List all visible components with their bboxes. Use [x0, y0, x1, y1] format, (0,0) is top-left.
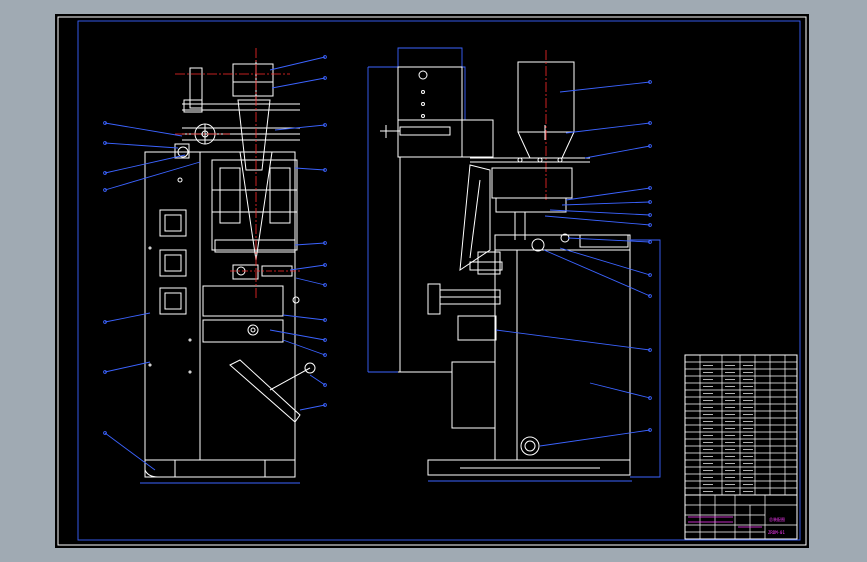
front-leaders [103, 55, 327, 471]
inner-frame [77, 20, 801, 541]
drawing-number: ZRDM-01 [768, 530, 785, 535]
parts-list-table [684, 354, 798, 496]
front-view [140, 48, 316, 484]
assembly-drawing: 总装配图 ZRDM-01 [57, 16, 807, 546]
front-cabinet [144, 151, 296, 478]
cad-viewport[interactable]: 总装配图 ZRDM-01 [55, 14, 809, 548]
title-block: 总装配图 ZRDM-01 [684, 494, 798, 540]
outer-frame [57, 16, 807, 546]
side-leaders [495, 80, 652, 447]
drawing-title: 总装配图 [769, 516, 785, 522]
